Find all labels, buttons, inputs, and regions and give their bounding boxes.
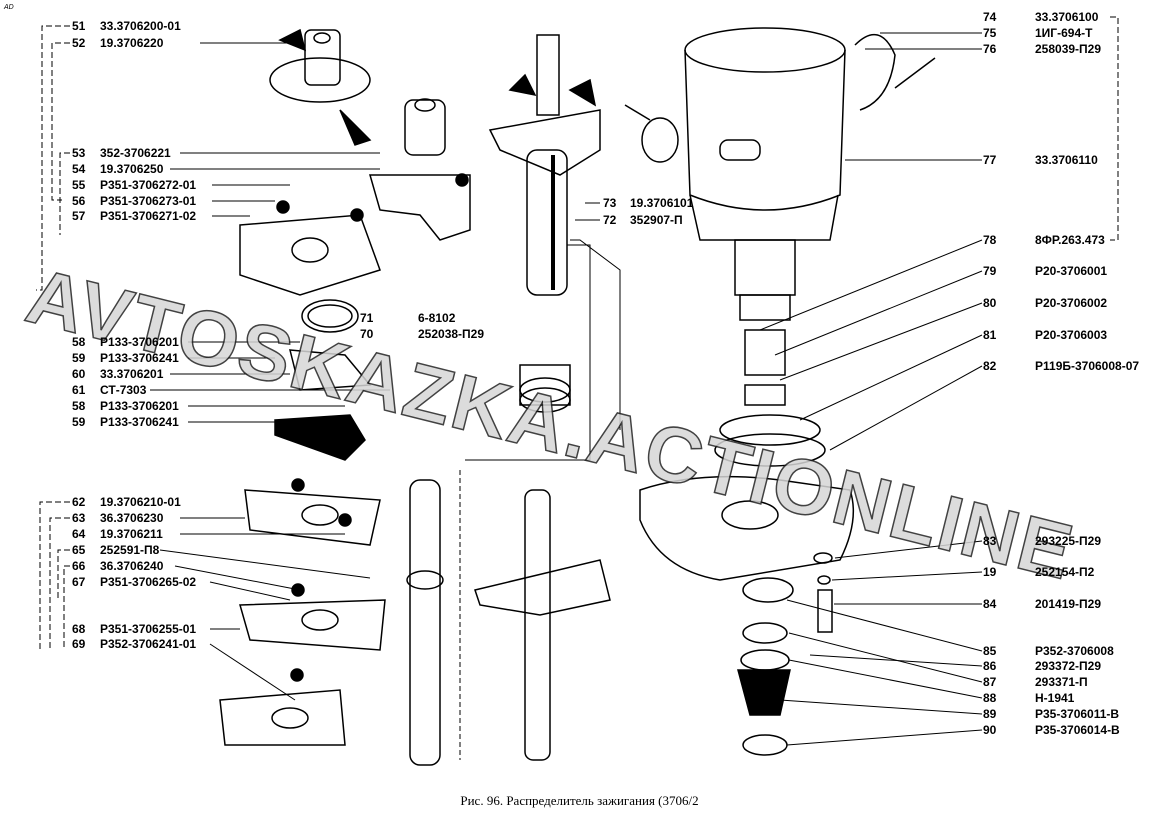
callout-number: 58 (72, 399, 86, 413)
callout-number: 84 (983, 597, 997, 611)
callout-number: 87 (983, 675, 997, 689)
part-number-label: Р133-3706201 (100, 399, 179, 413)
part-number-label: 8ФР.263.473 (1035, 233, 1105, 247)
callout-number: 56 (72, 194, 86, 208)
callout-number: 54 (72, 162, 86, 176)
callout-number: 63 (72, 511, 86, 525)
callout-number: 72 (603, 213, 617, 227)
part-number-label: 252038-П29 (418, 327, 485, 341)
part-number-label: 33.3706100 (1035, 10, 1099, 24)
centrifugal-assembly-top (239, 28, 471, 333)
callout-number: 60 (72, 367, 86, 381)
part-number-label: 19.3706211 (100, 527, 163, 541)
part-number-label: Р351-3706271-02 (100, 209, 197, 223)
callout-number: 83 (983, 534, 997, 548)
callout-number: 53 (72, 146, 86, 160)
part-number-label: Р351-3706265-02 (100, 575, 197, 589)
callout-number: 73 (603, 196, 617, 210)
part-number-label: Р133-3706241 (100, 351, 179, 365)
callout-number: 82 (983, 359, 997, 373)
callout-number: 86 (983, 659, 997, 673)
part-number-label: Р119Б-3706008-07 (1035, 359, 1140, 373)
part-number-label: 6-8102 (418, 311, 456, 325)
part-number-label: Р351-3706272-01 (100, 178, 197, 192)
part-number-label: Р20-3706003 (1035, 328, 1108, 342)
callout-number: 61 (72, 383, 86, 397)
part-number-label: 352-3706221 (100, 146, 171, 160)
leader-lines (150, 32, 983, 746)
callout-number: 88 (983, 691, 997, 705)
part-number-label: 33.3706110 (1035, 153, 1098, 167)
callout-number: 85 (983, 644, 997, 658)
part-number-label: 19.3706210-01 (100, 495, 181, 509)
callout-number: 59 (72, 351, 86, 365)
callout-number: 58 (72, 335, 86, 349)
callout-number: 80 (983, 296, 997, 310)
part-number-label: Р352-3706008 (1035, 644, 1114, 658)
part-number-label: 33.3706201 (100, 367, 164, 381)
part-number-label: 36.3706240 (100, 559, 164, 573)
part-number-label: Р133-3706201 (100, 335, 179, 349)
part-number-label: 352907-П (630, 213, 683, 227)
part-number-label: Р20-3706002 (1035, 296, 1108, 310)
callout-number: 69 (72, 637, 86, 651)
part-number-label: 19.3706101 (630, 196, 694, 210)
part-number-label: 293372-П29 (1035, 659, 1102, 673)
part-number-label: 36.3706230 (100, 511, 164, 525)
part-number-label: 252591-П8 (100, 543, 160, 557)
part-number-label: Р133-3706241 (100, 415, 179, 429)
callout-number: 55 (72, 178, 86, 192)
callout-number: 70 (360, 327, 374, 341)
part-number-label: 252154-П2 (1035, 565, 1095, 579)
part-number-label: 201419-П29 (1035, 597, 1102, 611)
callout-number: 19 (983, 565, 997, 579)
part-number-label: Р20-3706001 (1035, 264, 1108, 278)
figure-caption: Рис. 96. Распределитель зажигания (3706/… (460, 793, 699, 808)
callout-number: 66 (72, 559, 86, 573)
part-number-label: 19.3706220 (100, 36, 164, 50)
callout-number: 65 (72, 543, 86, 557)
part-number-label: Н-1941 (1035, 691, 1075, 705)
callout-number: 68 (72, 622, 86, 636)
part-number-label: 33.3706200-01 (100, 19, 181, 33)
callout-number: 81 (983, 328, 997, 342)
callout-number: 59 (72, 415, 86, 429)
part-number-label: Р351-3706255-01 (100, 622, 197, 636)
part-number-label: 293225-П29 (1035, 534, 1102, 548)
callout-number: 76 (983, 42, 997, 56)
callout-number: 64 (72, 527, 86, 541)
callout-number: 75 (983, 26, 997, 40)
part-number-label: Р352-3706241-01 (100, 637, 197, 651)
callout-number: 79 (983, 264, 997, 278)
part-number-label: 293371-П (1035, 675, 1088, 689)
callout-number: 67 (72, 575, 86, 589)
shaft-assembly (459, 34, 679, 760)
part-number-label: СТ-7303 (100, 383, 147, 397)
part-number-label: Р35-3706014-В (1035, 723, 1120, 737)
callout-number: 78 (983, 233, 997, 247)
part-number-label: Р351-3706273-01 (100, 194, 197, 208)
callout-number: 62 (72, 495, 86, 509)
distributor-housing (639, 27, 936, 756)
corner-mark: AD (4, 4, 14, 11)
callout-number: 71 (360, 311, 374, 325)
part-number-label: 258039-П29 (1035, 42, 1102, 56)
part-number-label: 19.3706250 (100, 162, 164, 176)
callout-number: 74 (983, 10, 997, 24)
callout-number: 52 (72, 36, 86, 50)
callout-number: 90 (983, 723, 997, 737)
part-number-label: Р35-3706011-В (1035, 707, 1120, 721)
callout-number: 89 (983, 707, 997, 721)
callout-number: 77 (983, 153, 997, 167)
callout-number: 51 (72, 19, 86, 33)
breaker-parts (219, 349, 611, 766)
callout-number: 57 (72, 209, 86, 223)
group-brackets (36, 16, 1119, 650)
part-number-label: 1ИГ-694-Т (1035, 26, 1093, 40)
